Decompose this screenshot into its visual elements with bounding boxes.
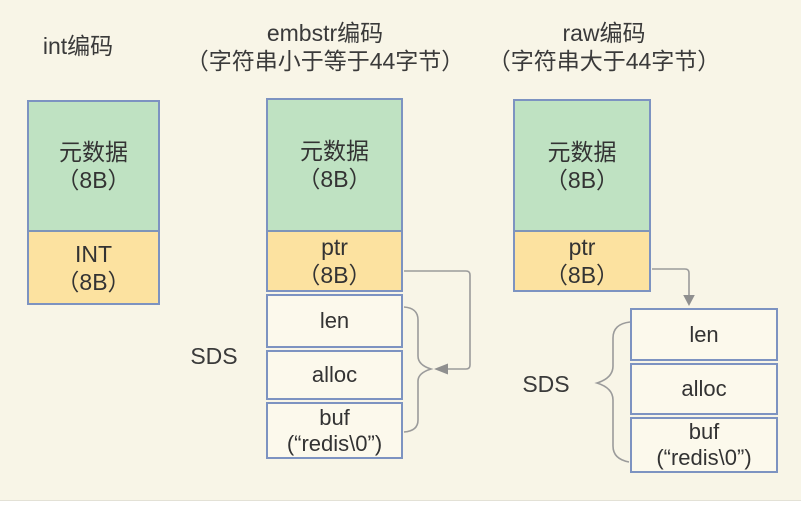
raw-metadata-size: （8B）: [544, 166, 620, 193]
raw-sds-alloc-label: alloc: [681, 376, 727, 401]
int-value-cell: INT （8B）: [29, 232, 158, 303]
int-value-label: INT: [74, 240, 113, 267]
int-metadata-label: 元数据: [59, 139, 128, 165]
embstr-sds-label: SDS: [190, 343, 238, 369]
embstr-sds-alloc-label: alloc: [311, 362, 358, 387]
raw-metadata-label: 元数据: [547, 138, 617, 165]
title-raw-encoding: raw编码 （字符串大于44字节）: [472, 19, 736, 75]
embstr-sds-brace: [403, 306, 434, 433]
page-bottom-edge: [0, 500, 801, 507]
raw-ptr-label: ptr: [568, 234, 596, 260]
embstr-sds-buf-row: buf (“redis\0”): [266, 402, 403, 459]
title-raw-line1: raw编码: [562, 20, 646, 46]
raw-ptr-arrow-line: [652, 268, 690, 297]
embstr-metadata-size: （8B）: [297, 166, 372, 192]
embstr-ptr-cell: ptr （8B）: [268, 232, 401, 290]
raw-sds-buf-label: buf: [688, 419, 720, 444]
embstr-sds-alloc-row: alloc: [266, 350, 403, 400]
raw-ptr-cell: ptr （8B）: [515, 232, 649, 290]
raw-sds-buf-row: buf (“redis\0”): [630, 417, 778, 473]
embstr-sds-len-row: len: [266, 294, 403, 348]
embstr-sds-buf-content: (“redis\0”): [286, 430, 383, 456]
embstr-metadata-cell: 元数据 （8B）: [268, 100, 401, 232]
embstr-sds-len-label: len: [319, 308, 350, 333]
int-value-size: （8B）: [56, 268, 131, 295]
raw-sds-len-row: len: [630, 308, 778, 361]
title-embstr-encoding: embstr编码 （字符串小于等于44字节）: [180, 19, 470, 75]
embstr-ptr-arrow-line: [404, 270, 471, 370]
int-metadata-cell: 元数据 （8B）: [29, 102, 158, 232]
title-int-encoding: int编码: [18, 32, 138, 60]
title-embstr-line1: embstr编码: [266, 20, 384, 46]
int-metadata-size: （8B）: [56, 167, 131, 193]
raw-metadata-cell: 元数据 （8B）: [515, 101, 649, 232]
title-raw-line2: （字符串大于44字节）: [487, 48, 721, 74]
embstr-ptr-label: ptr: [321, 234, 348, 260]
embstr-metadata-label: 元数据: [300, 138, 369, 164]
raw-object-box: 元数据 （8B） ptr （8B）: [513, 99, 651, 292]
raw-sds-alloc-row: alloc: [630, 363, 778, 415]
embstr-arrowhead-icon: [434, 363, 448, 375]
embstr-ptr-size: （8B）: [297, 262, 372, 288]
raw-sds-brace: [594, 321, 631, 463]
raw-arrowhead-icon: [683, 295, 695, 306]
raw-sds-label: SDS: [522, 371, 570, 397]
embstr-object-box: 元数据 （8B） ptr （8B）: [266, 98, 403, 292]
title-int-line1: int编码: [42, 33, 114, 59]
raw-sds-buf-content: (“redis\0”): [656, 445, 752, 470]
embstr-sds-buf-label: buf: [319, 404, 350, 430]
raw-ptr-size: （8B）: [544, 262, 620, 288]
raw-sds-len-label: len: [689, 321, 719, 347]
title-embstr-line2: （字符串小于等于44字节）: [185, 48, 465, 74]
int-object-box: 元数据 （8B） INT （8B）: [27, 100, 160, 305]
